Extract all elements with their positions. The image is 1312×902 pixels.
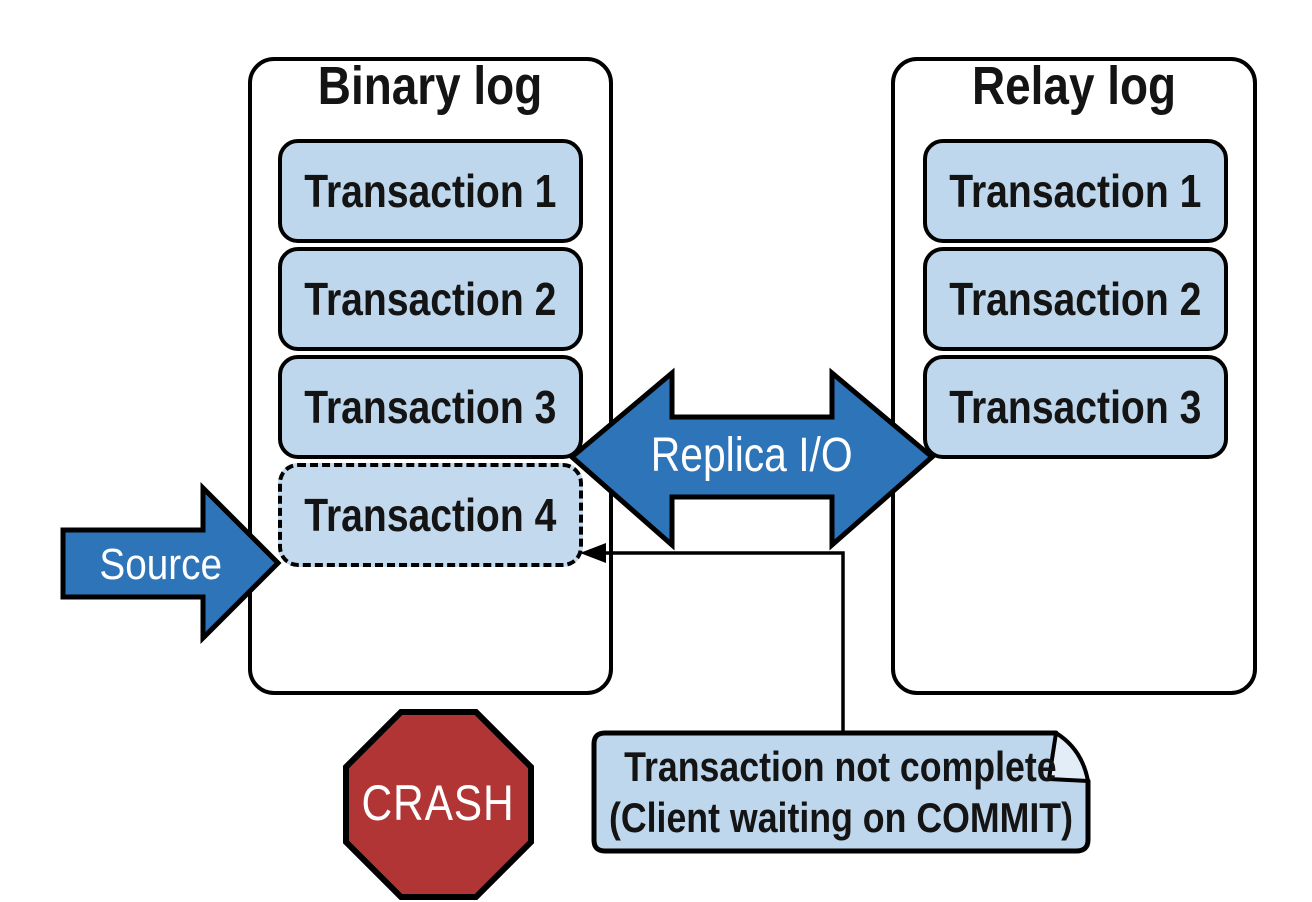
note-connector-arrow-icon [580,543,845,732]
note-shape [591,730,1091,854]
note-line-1: Transaction not complete [624,742,1057,790]
replica-io-arrow-icon [568,367,936,551]
binary-transaction-4-incomplete: Transaction 4 [278,463,583,567]
note-folded-corner-icon [1047,731,1090,783]
relay-transaction-3: Transaction 3 [923,355,1228,459]
binary-transaction-1: Transaction 1 [278,139,583,243]
source-label: Source [99,540,223,589]
relay-transaction-2: Transaction 2 [923,247,1228,351]
relay-log-title: Relay log [971,56,1177,116]
binary-log-title: Binary log [318,56,543,116]
note-text: Transaction not complete (Client waiting… [588,727,1093,857]
crash-label: CRASH [361,775,516,831]
relay-transaction-1: Transaction 1 [923,139,1228,243]
crash-stop-sign-icon [343,709,534,900]
binary-transaction-2: Transaction 2 [278,247,583,351]
replica-io-label: Replica I/O [651,429,853,482]
binary-transaction-3: Transaction 3 [278,355,583,459]
source-arrow-icon [60,481,282,645]
note-line-2: (Client waiting on COMMIT) [608,794,1073,841]
